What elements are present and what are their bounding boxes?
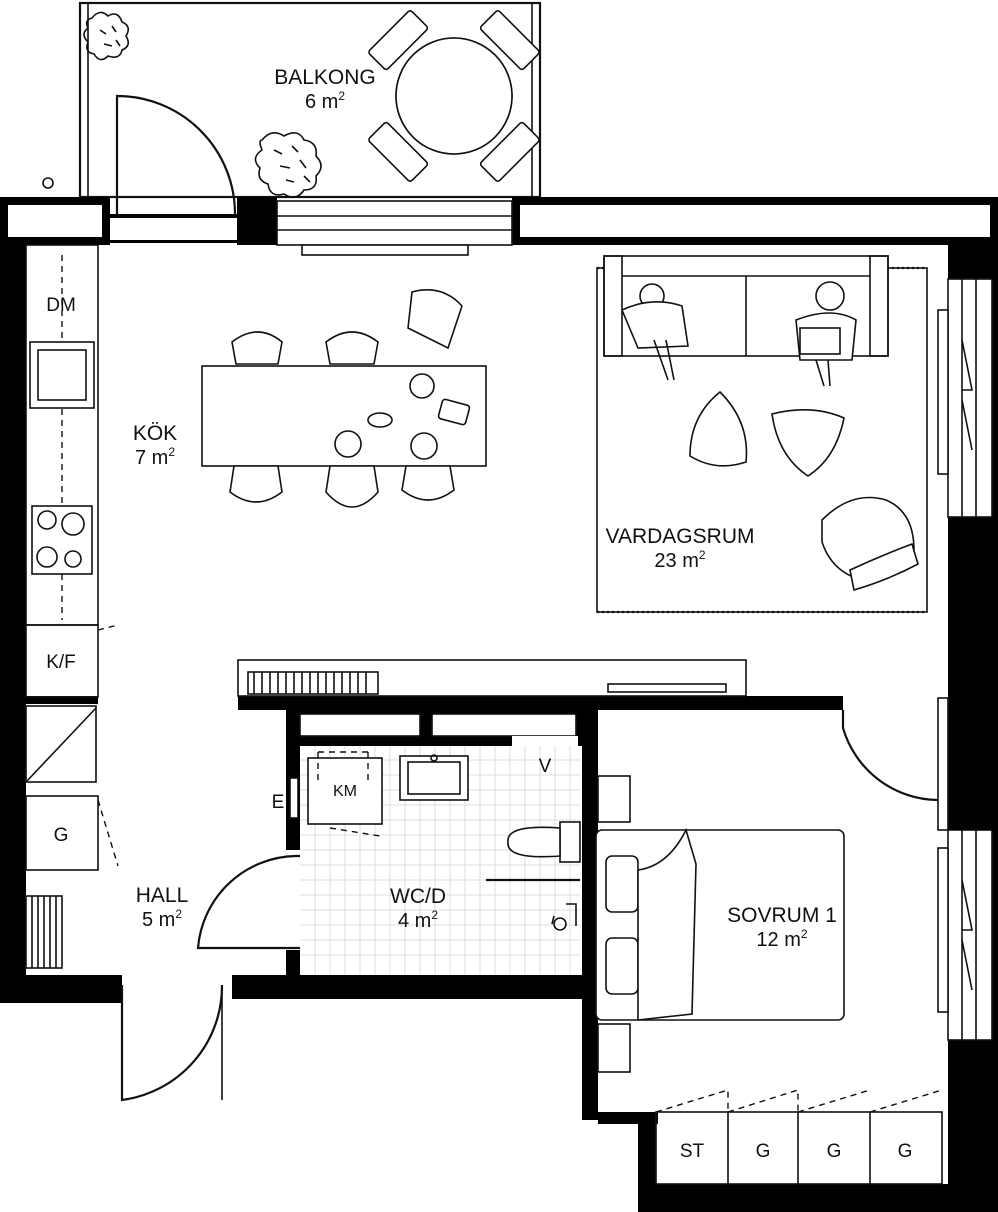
bed xyxy=(595,827,845,1021)
svg-text:5 m2: 5 m2 xyxy=(142,907,182,931)
room-label-sovrum: SOVRUM 1 12 m2 xyxy=(727,904,837,951)
label-g-hall: G xyxy=(54,825,69,846)
room-label-kok: KÖK 7 m2 xyxy=(133,422,177,469)
closet-label-g2: G xyxy=(827,1141,842,1162)
label-e: E xyxy=(272,792,285,813)
shoe-rack xyxy=(25,895,63,969)
balcony xyxy=(42,1,542,215)
svg-text:4 m2: 4 m2 xyxy=(398,908,438,932)
armchair xyxy=(821,496,919,592)
hall xyxy=(25,705,300,969)
plant-icon xyxy=(254,132,322,198)
dining-table xyxy=(201,289,487,508)
svg-text:KÖK: KÖK xyxy=(133,422,177,445)
room-label-wcd: WC/D 4 m2 xyxy=(390,885,446,932)
svg-text:BALKONG: BALKONG xyxy=(274,66,376,89)
balcony-table xyxy=(368,10,540,182)
toilet xyxy=(507,821,581,863)
room-label-balkong: BALKONG 6 m2 xyxy=(274,66,376,113)
bookshelf xyxy=(247,671,727,695)
svg-text:HALL: HALL xyxy=(136,884,189,907)
bedroom xyxy=(595,775,943,1185)
room-label-hall: HALL 5 m2 xyxy=(136,884,189,931)
label-km: KM xyxy=(333,783,357,800)
person-icon xyxy=(795,281,857,387)
room-label-vardagsrum: VARDAGSRUM 23 m2 xyxy=(606,525,755,572)
svg-text:7 m2: 7 m2 xyxy=(135,445,175,469)
kitchen xyxy=(25,244,487,698)
closet-label-g3: G xyxy=(898,1141,913,1162)
svg-text:12 m2: 12 m2 xyxy=(756,927,807,951)
closet-label-st: ST xyxy=(680,1141,705,1162)
shower-icon xyxy=(551,903,577,931)
svg-text:23 m2: 23 m2 xyxy=(654,548,705,572)
living-room xyxy=(247,255,928,695)
closet-label-g1: G xyxy=(756,1141,771,1162)
label-dm: DM xyxy=(46,295,76,316)
svg-text:VARDAGSRUM: VARDAGSRUM xyxy=(606,525,755,548)
label-v: V xyxy=(539,756,552,777)
svg-text:WC/D: WC/D xyxy=(390,885,446,908)
person-icon xyxy=(620,283,689,381)
bathroom xyxy=(300,746,581,975)
label-kf: K/F xyxy=(46,652,76,673)
svg-text:6 m2: 6 m2 xyxy=(305,89,345,113)
walls xyxy=(0,197,998,1212)
svg-text:SOVRUM 1: SOVRUM 1 xyxy=(727,904,837,927)
plant-icon xyxy=(83,11,130,61)
